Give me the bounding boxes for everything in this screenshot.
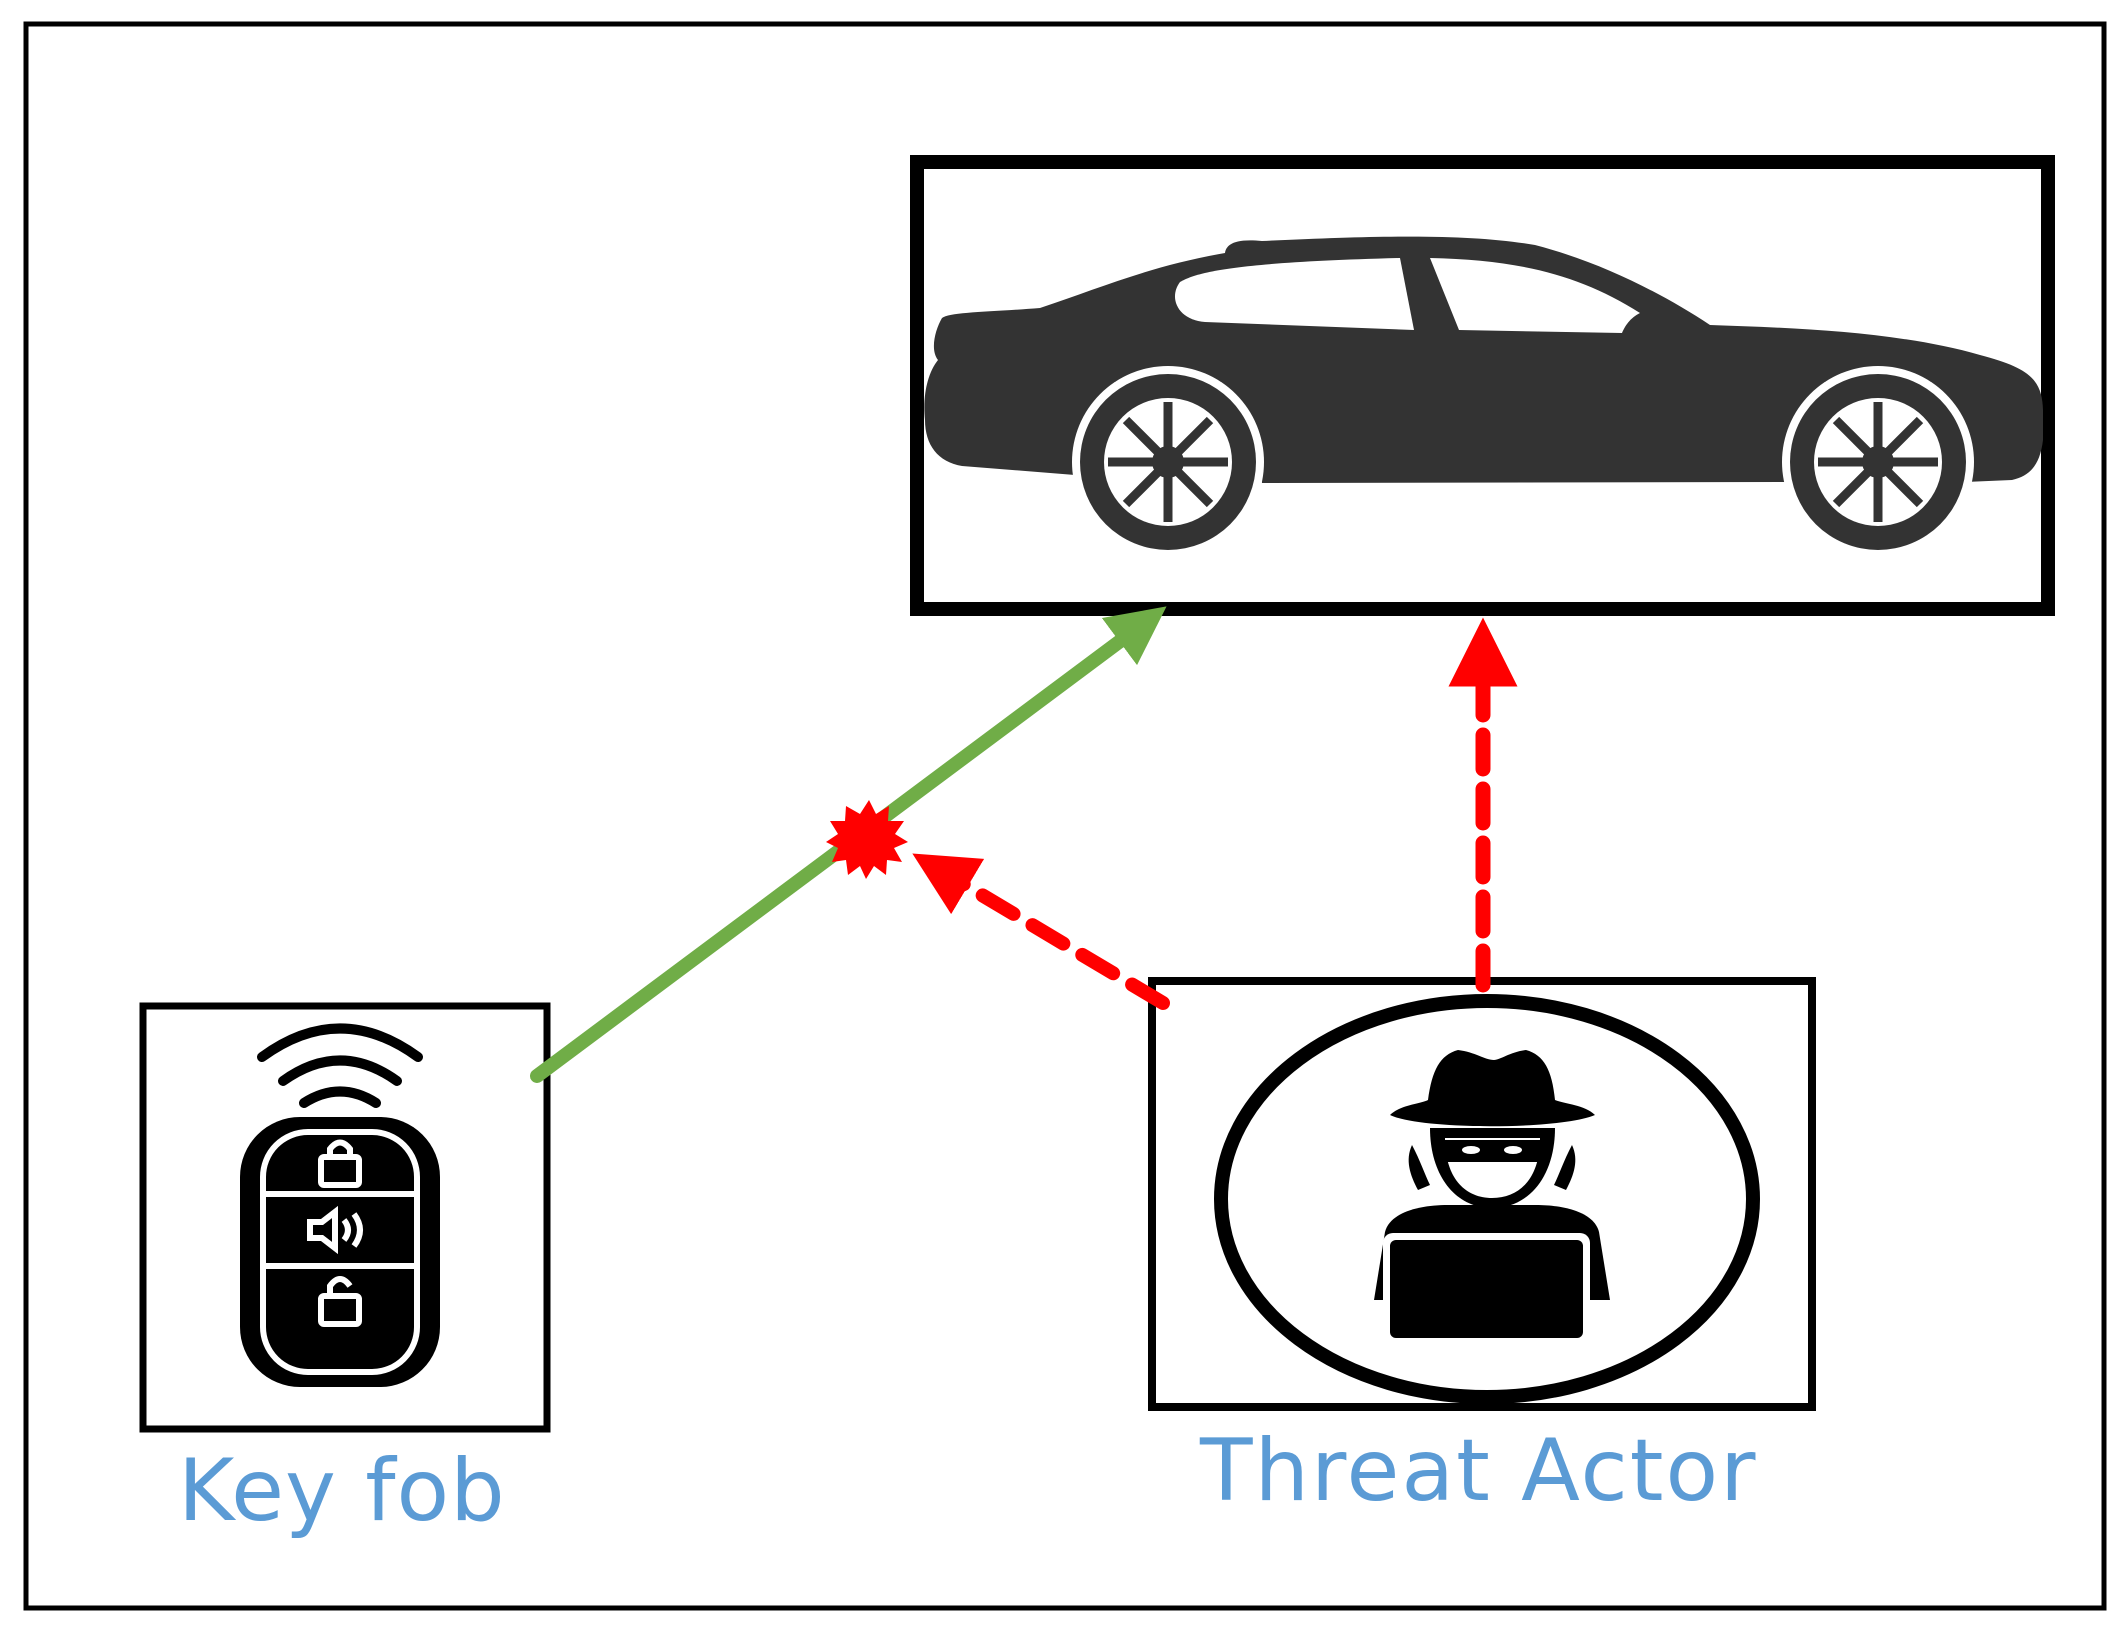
unlock-icon — [318, 1276, 362, 1327]
car-node — [910, 155, 2055, 616]
rear-wheel — [1782, 366, 1974, 558]
threat-to-signal-arrow — [912, 853, 1170, 1010]
car-icon — [924, 236, 2043, 558]
signal-waves-icon — [257, 1023, 423, 1108]
front-wheel — [1072, 366, 1264, 558]
hacker-icon — [1374, 1050, 1610, 1345]
threat-actor-node — [1148, 977, 1816, 1411]
key-fob-label: Key fob — [178, 1441, 506, 1541]
threat-actor-label: Threat Actor — [1200, 1421, 1758, 1521]
key-fob-icon — [240, 1023, 440, 1387]
interception-burst-icon — [826, 800, 908, 879]
lock-icon — [318, 1139, 362, 1188]
speaker-icon — [307, 1205, 363, 1255]
key-fob-node — [139, 1002, 551, 1433]
